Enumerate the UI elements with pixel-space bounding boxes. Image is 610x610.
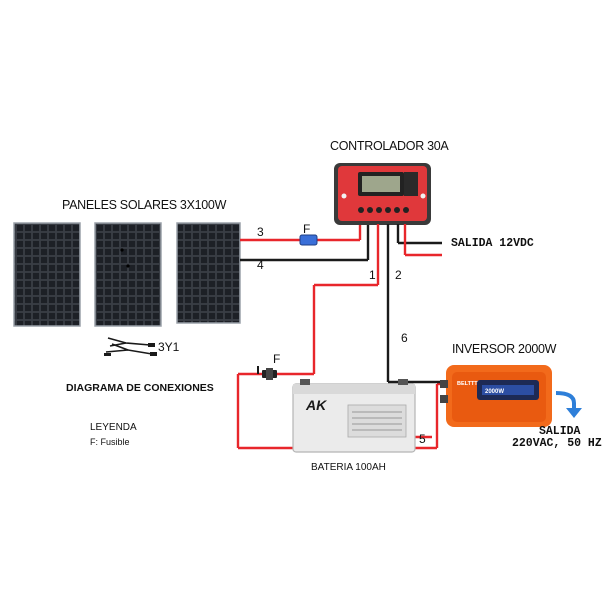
wire-1-number: 1 — [369, 268, 376, 282]
output-ac-label-1: SALIDA — [539, 425, 581, 438]
battery-label: BATERIA 100AH — [311, 462, 386, 473]
solar-panel-1 — [13, 222, 81, 327]
panels-label: PANELES SOLARES 3X100W — [62, 198, 227, 212]
arrow-down-icon — [555, 391, 582, 418]
inverter-brand: BELTTT — [457, 381, 478, 387]
wire-5-number: 5 — [419, 432, 426, 446]
inverter-label: INVERSOR 2000W — [452, 342, 557, 356]
legend-item: F: Fusible — [90, 437, 130, 447]
battery-brand: AK — [305, 397, 327, 413]
connector-label: 3Y1 — [158, 340, 180, 354]
charge-controller — [334, 163, 431, 225]
wire-3-number: 3 — [257, 225, 264, 239]
legend-title: LEYENDA — [90, 422, 137, 433]
output-dc-label: SALIDA 12VDC — [451, 237, 534, 250]
inverter-model: 2000W — [485, 389, 504, 395]
fuse-battery — [257, 366, 277, 380]
wire-output-dc — [396, 224, 442, 257]
wire-4-negative — [240, 224, 370, 262]
wire-6-number: 6 — [401, 331, 408, 345]
wire-2-number: 2 — [395, 268, 402, 282]
wire-1-positive — [312, 224, 380, 374]
fuse-battery-label: F — [273, 352, 281, 366]
solar-panel-3 — [176, 222, 241, 324]
battery — [292, 379, 416, 453]
output-ac-label-2: 220VAC, 50 HZ — [512, 437, 602, 450]
wire-4-number: 4 — [257, 258, 264, 272]
fuse-panel-label: F — [303, 222, 311, 236]
inverter — [440, 365, 552, 427]
controller-label: CONTROLADOR 30A — [330, 139, 449, 153]
connector-3y1-icon — [104, 337, 157, 356]
diagram-title: DIAGRAMA DE CONEXIONES — [66, 382, 214, 394]
solar-panel-2 — [94, 222, 162, 327]
wire-3-positive — [240, 224, 362, 242]
fuse-panel — [299, 234, 318, 246]
